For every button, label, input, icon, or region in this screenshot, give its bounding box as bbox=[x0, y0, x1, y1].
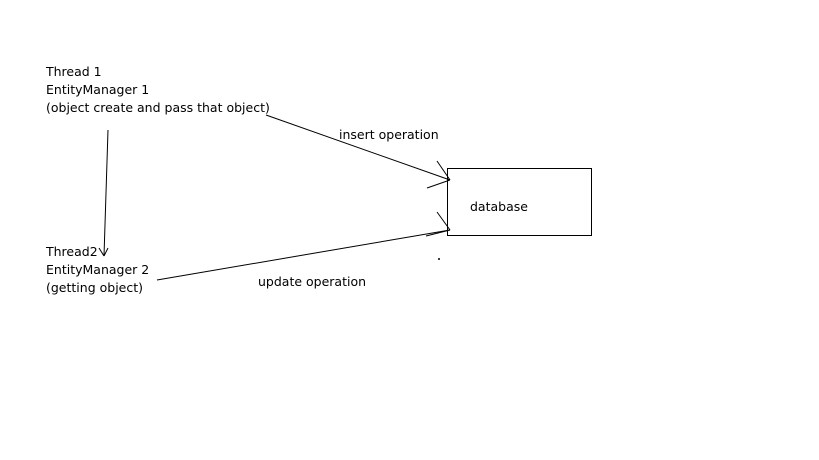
thread2-node: Thread2 EntityManager 2 (getting object) bbox=[46, 243, 149, 297]
thread1-description: (object create and pass that object) bbox=[46, 100, 270, 115]
database-node: database bbox=[447, 168, 592, 236]
insert-operation-arrow bbox=[265, 114, 451, 189]
database-label: database bbox=[470, 199, 528, 214]
thread2-description: (getting object) bbox=[46, 280, 144, 295]
thread2-entitymanager: EntityManager 2 bbox=[46, 262, 150, 277]
thread1-title: Thread 1 bbox=[46, 64, 102, 79]
thread2-title: Thread2 bbox=[46, 244, 98, 259]
thread1-to-thread2-arrow bbox=[98, 129, 109, 257]
thread1-entitymanager: EntityManager 1 bbox=[46, 82, 150, 97]
insert-operation-label: insert operation bbox=[339, 127, 439, 142]
update-operation-arrow bbox=[156, 211, 451, 281]
stray-mark bbox=[438, 258, 440, 260]
update-operation-label: update operation bbox=[258, 274, 367, 289]
thread1-node: Thread 1 EntityManager 1 (object create … bbox=[46, 63, 270, 117]
